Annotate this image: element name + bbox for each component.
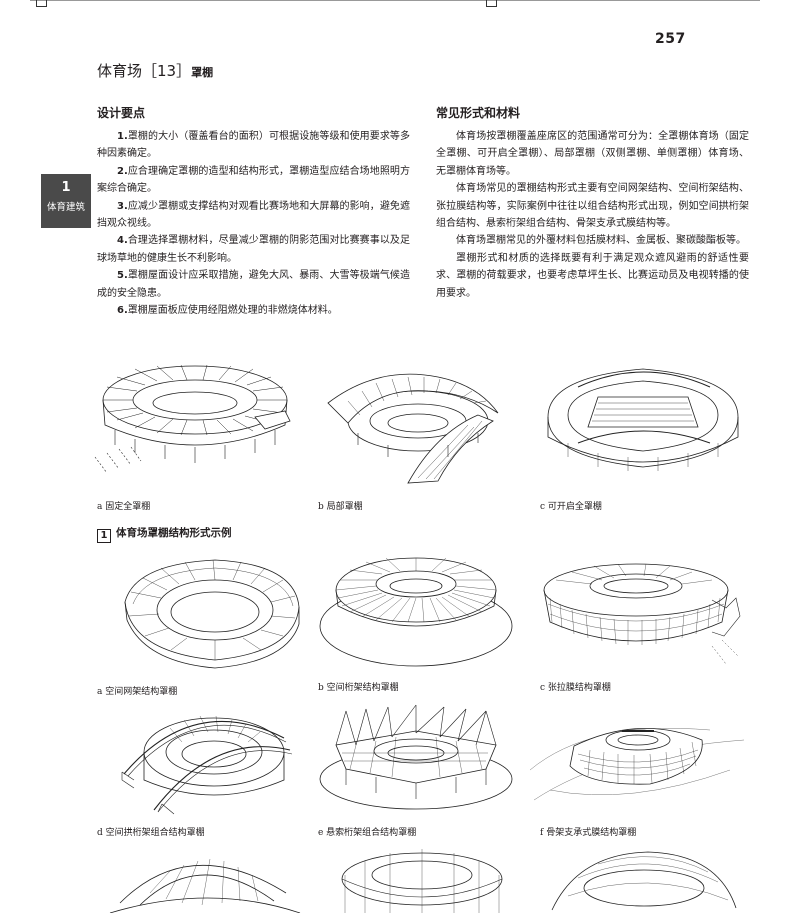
space-truss-roof-drawing <box>316 550 516 672</box>
chapter-subtitle: 罩棚 <box>191 66 214 79</box>
fixed-full-roof-drawing <box>95 355 300 485</box>
row1-caption-a: a 固定全罩棚 <box>97 502 151 512</box>
row4-drawing-middle <box>335 845 510 913</box>
header-mark-right <box>486 0 497 7</box>
chapter-title: 体育场［13］罩棚 <box>97 60 213 81</box>
frame-membrane-roof-drawing <box>530 710 746 815</box>
figure-title: 1 体育场罩棚结构形式示例 <box>97 525 232 543</box>
design-point-3: 3.应减少罩棚或支撑结构对观看比赛场地和大屏幕的影响，避免遮挡观众视线。 <box>97 200 410 230</box>
figure-caption-c: c 张拉膜结构罩棚 <box>540 683 611 693</box>
figure-title-text: 体育场罩棚结构形式示例 <box>116 527 232 539</box>
design-points-heading: 设计要点 <box>97 106 146 120</box>
chapter-side-tab: 1 体育建筑 <box>41 174 91 228</box>
tensile-membrane-roof-drawing <box>536 560 746 670</box>
common-forms-paragraph-4: 罩棚形式和材质的选择既要有利于满足观众遮风避雨的舒适性要求、罩棚的荷载要求，也要… <box>436 252 749 299</box>
page-number: 257 <box>655 31 686 47</box>
common-forms-heading: 常见形式和材料 <box>436 106 521 120</box>
common-forms-paragraph-3: 体育场罩棚常见的外覆材料包括膜材料、金属板、聚碳酸酯板等。 <box>456 235 746 247</box>
figure-caption-b: b 空间桁架结构罩棚 <box>318 683 399 693</box>
row4-drawing-right <box>548 848 738 913</box>
side-tab-label: 体育建筑 <box>46 202 85 213</box>
design-point-1: 1.罩棚的大小（覆盖看台的面积）可根据设施等级和使用要求等多种因素确定。 <box>97 131 410 160</box>
row1-caption-b: b 局部罩棚 <box>318 502 363 512</box>
retractable-roof-drawing <box>538 357 748 482</box>
common-forms-paragraph-1: 体育场按罩棚覆盖座席区的范围通常可分为：全罩棚体育场（固定全罩棚、可开启全罩棚）… <box>436 131 749 177</box>
side-tab-number: 1 <box>61 180 71 195</box>
chapter-title-main: 体育场［13］ <box>97 62 192 80</box>
partial-roof-drawing <box>318 363 508 488</box>
common-forms-text: 体育场按罩棚覆盖座席区的范围通常可分为：全罩棚体育场（固定全罩棚、可开启全罩棚）… <box>436 128 749 302</box>
design-points-list: 1.罩棚的大小（覆盖看台的面积）可根据设施等级和使用要求等多种因素确定。 2.应… <box>97 128 410 319</box>
design-point-5: 5.罩棚屋面设计应采取措施，避免大风、暴雨、大雪等极端气候造成的安全隐患。 <box>97 270 410 299</box>
row1-caption-c: c 可开启全罩棚 <box>540 502 602 512</box>
design-point-2: 2.应合理确定罩棚的造型和结构形式，罩棚造型应结合场地照明方案综合确定。 <box>97 165 410 195</box>
space-grid-roof-drawing <box>115 552 305 670</box>
header-mark-left <box>36 0 47 7</box>
design-point-6: 6.罩棚屋面板应使用经阻燃处理的非燃烧体材料。 <box>117 305 338 317</box>
row4-drawing-left <box>110 843 300 913</box>
design-point-4: 4.合理选择罩棚材料，尽量减少罩棚的阴影范围对比赛赛事以及足球场草地的健康生长不… <box>97 235 410 264</box>
figure-caption-f: f 骨架支承式膜结构罩棚 <box>540 828 637 838</box>
figure-caption-a: a 空间网架结构罩棚 <box>97 687 178 697</box>
header-rule <box>0 0 790 4</box>
figure-caption-e: e 悬索桁架组合结构罩棚 <box>318 828 417 838</box>
common-forms-paragraph-2: 体育场常见的罩棚结构形式主要有空间网架结构、空间桁架结构、张拉膜结构等，实际案例… <box>436 183 749 230</box>
figure-number: 1 <box>97 529 111 543</box>
arch-truss-roof-drawing <box>114 702 304 816</box>
cable-truss-roof-drawing <box>316 705 516 815</box>
figure-caption-d: d 空间拱桁架组合结构罩棚 <box>97 828 205 838</box>
